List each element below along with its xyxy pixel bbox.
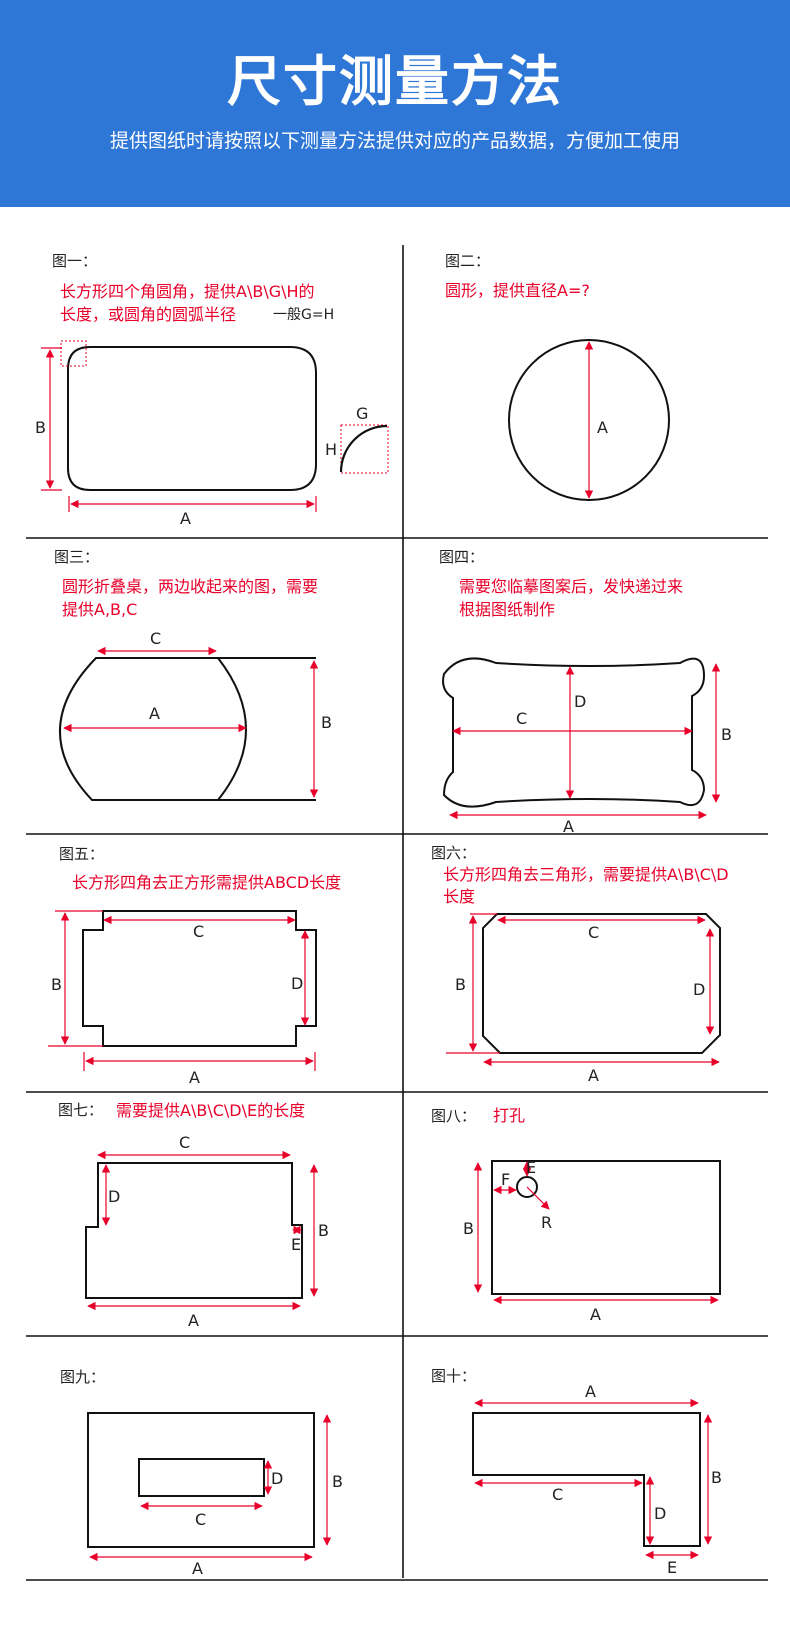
- figure-7-title: 图七：: [58, 1101, 103, 1119]
- figure-1-note-line1: 长方形四个角圆角，提供A\B\G\H的: [60, 282, 315, 301]
- figure-1-note-gh: 一般G=H: [273, 307, 334, 323]
- page-title: 尺寸测量方法: [227, 50, 563, 113]
- figure-1-note-line2: 长度，或圆角的圆弧半径: [60, 305, 236, 324]
- freeform-shape: [442, 657, 706, 808]
- figure-2-title: 图二：: [445, 252, 490, 270]
- dim-b-label: B: [721, 725, 732, 744]
- corner-arc: [339, 424, 388, 473]
- dim-b-label: B: [463, 1219, 474, 1238]
- outer-rectangle-shape: [87, 1412, 315, 1548]
- dim-r-line: [526, 1186, 550, 1210]
- dim-d-label: D: [574, 692, 586, 711]
- dim-a-label: A: [590, 1305, 601, 1324]
- figure-3-title: 图三：: [54, 548, 99, 566]
- dim-e-label: E: [291, 1235, 301, 1254]
- dim-e-label: E: [526, 1158, 536, 1177]
- grid-dividers: [26, 245, 768, 1581]
- dim-d-label: D: [271, 1469, 283, 1488]
- dim-d-label: D: [693, 980, 705, 999]
- dim-g-label: G: [356, 404, 368, 423]
- figure-5: 图五： 长方形四角去正方形需提供ABCD长度 C D B A: [48, 845, 341, 1087]
- dim-b-label: B: [321, 713, 332, 732]
- dim-b-label: B: [51, 975, 62, 994]
- figure-6-note-line2: 长度: [443, 887, 475, 906]
- dim-b-label: B: [332, 1472, 343, 1491]
- dim-a-label: A: [180, 509, 191, 528]
- inner-cutout-shape: [138, 1458, 265, 1497]
- figure-4-note-line2: 根据图纸制作: [459, 600, 555, 619]
- dim-c-label: C: [193, 922, 204, 941]
- dim-a-label: A: [597, 418, 608, 437]
- dim-a-label: A: [188, 1311, 199, 1330]
- dim-e-label: E: [667, 1558, 677, 1577]
- figure-7: 图七： 需要提供A\B\C\D\E的长度 C D E B A: [58, 1101, 329, 1330]
- dim-c-label: C: [150, 629, 161, 648]
- rectangle-shape: [491, 1160, 721, 1295]
- figure-3-note-line1: 圆形折叠桌，两边收起来的图，需要: [62, 577, 318, 596]
- dim-b-label: B: [318, 1221, 329, 1240]
- figure-6-note-line1: 长方形四角去三角形，需要提供A\B\C\D: [443, 865, 729, 884]
- figure-3: 图三： 圆形折叠桌，两边收起来的图，需要 提供A,B,C C A B: [54, 548, 332, 801]
- figure-5-title: 图五：: [59, 845, 104, 863]
- dim-c-label: C: [588, 923, 599, 942]
- dim-b-label: B: [711, 1468, 722, 1487]
- figure-5-note: 长方形四角去正方形需提供ABCD长度: [72, 873, 341, 892]
- dim-c-label: C: [195, 1510, 206, 1529]
- dim-a-label: A: [192, 1559, 203, 1578]
- stepped-shape: [85, 1162, 303, 1299]
- folding-table-shape: [59, 657, 247, 801]
- figure-6-title: 图六：: [431, 844, 476, 862]
- figure-7-note: 需要提供A\B\C\D\E的长度: [116, 1101, 305, 1120]
- figure-10-title: 图十：: [431, 1367, 476, 1385]
- figure-6: 图六： 长方形四角去三角形，需要提供A\B\C\D 长度 C D B A: [431, 844, 729, 1085]
- dim-a-label: A: [189, 1068, 200, 1087]
- dim-a-label: A: [563, 817, 574, 836]
- dim-c-label: C: [552, 1485, 563, 1504]
- figure-4-title: 图四：: [439, 548, 484, 566]
- figure-8-note: 打孔: [493, 1106, 525, 1125]
- figure-8: 图八： 打孔 E F R B A: [431, 1106, 721, 1324]
- dim-r-label: R: [541, 1213, 552, 1232]
- figure-4: 图四： 需要您临摹图案后，发快递过来 根据图纸制作 C D B A: [439, 548, 732, 836]
- dim-d-label: D: [654, 1504, 666, 1523]
- hole-circle: [516, 1176, 538, 1198]
- dim-c-label: C: [179, 1133, 190, 1152]
- figure-2: 图二： 圆形，提供直径A=? A: [445, 252, 670, 501]
- page-subtitle: 提供图纸时请按照以下测量方法提供对应的产品数据，方便加工使用: [109, 130, 680, 152]
- figure-1-title: 图一：: [52, 252, 97, 270]
- figure-9-title: 图九：: [60, 1368, 105, 1386]
- l-shape: [472, 1412, 701, 1547]
- measurement-diagram: 图一： 长方形四个角圆角，提供A\B\G\H的 长度，或圆角的圆弧半径 一般G=…: [26, 245, 768, 1581]
- dim-c-label: C: [516, 709, 527, 728]
- chamfered-rectangle-shape: [482, 913, 721, 1054]
- figure-10: 图十： A B C D E: [431, 1367, 722, 1577]
- dim-a-label: A: [149, 704, 160, 723]
- dim-f-label: F: [501, 1170, 510, 1189]
- dim-b-label: B: [455, 975, 466, 994]
- figure-9: 图九： D C B A: [60, 1368, 343, 1578]
- corner-detail-box: [340, 424, 389, 474]
- notched-rectangle-shape: [82, 910, 317, 1047]
- dim-a-label: A: [585, 1382, 596, 1401]
- dim-b-label: B: [35, 418, 46, 437]
- figure-3-note-line2: 提供A,B,C: [62, 600, 137, 619]
- dim-d-label: D: [291, 974, 303, 993]
- dim-h-label: H: [325, 440, 337, 459]
- figure-2-note: 圆形，提供直径A=?: [445, 281, 590, 300]
- figure-1: 图一： 长方形四个角圆角，提供A\B\G\H的 长度，或圆角的圆弧半径 一般G=…: [35, 252, 389, 528]
- circle-shape: [508, 339, 670, 501]
- dim-d-label: D: [108, 1187, 120, 1206]
- figure-8-title: 图八：: [431, 1107, 476, 1125]
- page-header: 尺寸测量方法 提供图纸时请按照以下测量方法提供对应的产品数据，方便加工使用: [0, 0, 790, 207]
- rounded-rectangle-shape: [67, 346, 317, 491]
- figure-4-note-line1: 需要您临摹图案后，发快递过来: [459, 577, 683, 596]
- corner-highlight-box: [60, 340, 87, 367]
- dim-a-label: A: [588, 1066, 599, 1085]
